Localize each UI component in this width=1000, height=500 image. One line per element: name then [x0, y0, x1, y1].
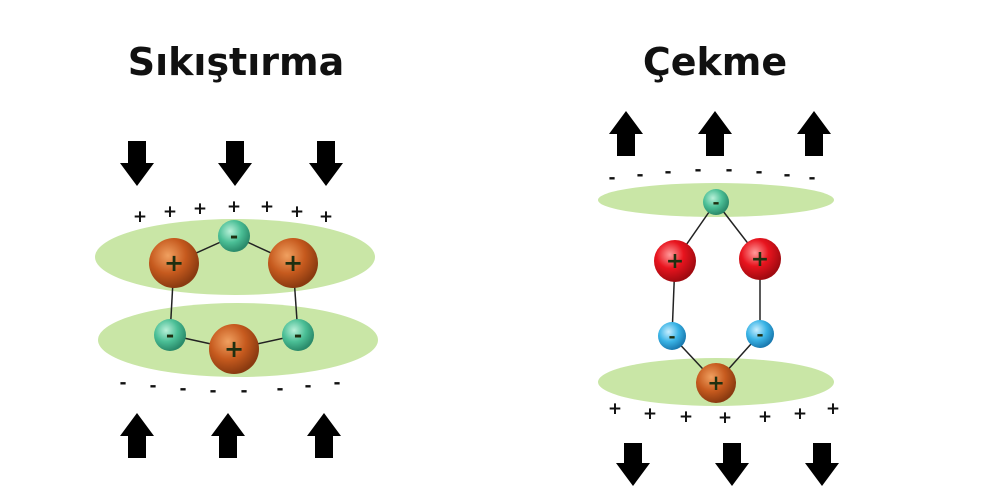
arrow-down-icon [120, 141, 154, 186]
charge-sign: - [209, 381, 216, 401]
tension-ions: - + + - - + [654, 189, 781, 403]
ion-cation: + [268, 238, 318, 288]
tension-bonds [671, 201, 761, 384]
charge-sign: + [227, 197, 241, 217]
charge-sign: + [163, 202, 177, 222]
ion-sign: + [224, 335, 244, 363]
ion-cation: + [739, 238, 781, 280]
charge-sign: - [240, 381, 247, 401]
charge-sign: - [119, 373, 126, 393]
charge-sign: + [133, 207, 147, 227]
charge-sign: + [679, 407, 693, 427]
tension-panel: Çekme - - - - - - - - [598, 40, 840, 486]
ion-anion: - [658, 322, 686, 350]
ion-sign: - [294, 323, 302, 347]
compression-force-arrows-up [120, 413, 341, 458]
compression-top-charges: + + + + + + + [133, 197, 333, 227]
ion-anion: - [282, 319, 314, 351]
compression-title: Sıkıştırma [128, 40, 344, 84]
charge-sign: - [783, 165, 790, 185]
ion-sign: + [283, 249, 303, 277]
charge-sign: + [193, 199, 207, 219]
charge-sign: - [694, 160, 701, 180]
charge-sign: - [333, 373, 340, 393]
charge-sign: + [643, 404, 657, 424]
ion-sign: + [164, 249, 184, 277]
arrow-up-icon [211, 413, 245, 458]
ion-anion: - [154, 319, 186, 351]
charge-sign: - [755, 162, 762, 182]
charge-sign: - [725, 160, 732, 180]
arrow-up-icon [120, 413, 154, 458]
arrow-up-icon [797, 111, 831, 156]
ion-cation: + [696, 363, 736, 403]
charge-sign: + [758, 407, 772, 427]
ion-sign: + [666, 249, 684, 274]
charge-sign: - [808, 168, 815, 188]
tension-top-charges: - - - - - - - - [608, 160, 815, 188]
ion-cation: + [654, 240, 696, 282]
ion-sign: - [230, 224, 238, 248]
ion-sign: - [756, 325, 763, 345]
arrow-up-icon [609, 111, 643, 156]
charge-sign: + [260, 197, 274, 217]
tension-force-arrows-down [616, 443, 839, 486]
tension-title: Çekme [643, 40, 787, 84]
charge-sign: + [319, 207, 333, 227]
compression-bottom-charges: - - - - - - - - [119, 373, 340, 401]
ion-sign: - [668, 327, 675, 347]
arrow-up-icon [307, 413, 341, 458]
charge-sign: + [826, 399, 840, 419]
compression-ions: + - + - + - [149, 220, 318, 374]
arrow-down-icon [218, 141, 252, 186]
arrow-down-icon [616, 443, 650, 486]
charge-sign: - [179, 379, 186, 399]
charge-sign: - [276, 379, 283, 399]
charge-sign: + [290, 202, 304, 222]
ion-sign: - [712, 193, 719, 213]
compression-force-arrows-down [120, 141, 343, 186]
arrow-down-icon [805, 443, 839, 486]
tension-bottom-charges: + + + + + + + + [608, 399, 840, 428]
ion-anion: - [703, 189, 729, 215]
ion-anion: - [746, 320, 774, 348]
ion-anion: - [218, 220, 250, 252]
ion-sign: - [166, 323, 174, 347]
ion-sign: + [707, 371, 725, 395]
ion-sign: + [751, 247, 769, 272]
charge-sign: - [608, 168, 615, 188]
charge-sign: + [718, 408, 732, 428]
arrow-down-icon [715, 443, 749, 486]
compression-panel: Sıkıştırma + + + + + + + [95, 40, 378, 458]
tension-force-arrows-up [609, 111, 831, 156]
charge-sign: - [149, 376, 156, 396]
charge-sign: - [636, 165, 643, 185]
ion-cation: + [209, 324, 259, 374]
ion-cation: + [149, 238, 199, 288]
charge-sign: + [608, 399, 622, 419]
arrow-down-icon [309, 141, 343, 186]
arrow-up-icon [698, 111, 732, 156]
charge-sign: + [793, 404, 807, 424]
charge-sign: - [664, 162, 671, 182]
charge-sign: - [304, 376, 311, 396]
